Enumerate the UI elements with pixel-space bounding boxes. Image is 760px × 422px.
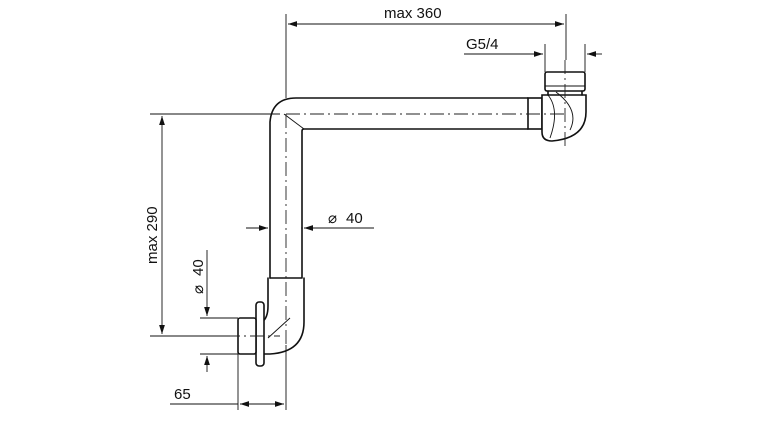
dimension-width-top-label: max 360 [384,5,442,22]
dimension-pipe-diameter: ⌀ 40 [246,210,374,231]
trap-bowl [541,94,587,142]
dimension-width-top: max 360 [285,5,567,98]
dimension-thread: G5/4 [464,36,602,72]
dimension-thread-label: G5/4 [466,36,499,53]
dimension-outlet-diameter-label: 40 [190,259,207,276]
dimension-pipe-diameter-label: 40 [346,210,363,227]
pipe-assembly [237,71,587,367]
dimension-wall-offset: 65 [170,345,287,410]
trap-neck [547,90,583,96]
dimension-outlet-diameter: ⌀ 40 [190,250,238,372]
dimension-height-left-label: max 290 [144,206,161,264]
pipe-outer-contour [269,97,529,279]
dimension-pipe-diameter-symbol: ⌀ [328,210,337,227]
dimension-wall-offset-label: 65 [174,386,191,403]
lower-elbow-seam [267,317,291,339]
elbow-seam [283,113,305,130]
dimension-height-left: max 290 [144,113,280,337]
dimension-outlet-diameter-symbol: ⌀ [190,285,207,294]
wall-rosette [255,301,265,367]
trap-bowl-inner [547,91,574,139]
lower-elbow [261,277,305,355]
trap-stub [527,97,543,130]
center-lines [226,60,568,345]
